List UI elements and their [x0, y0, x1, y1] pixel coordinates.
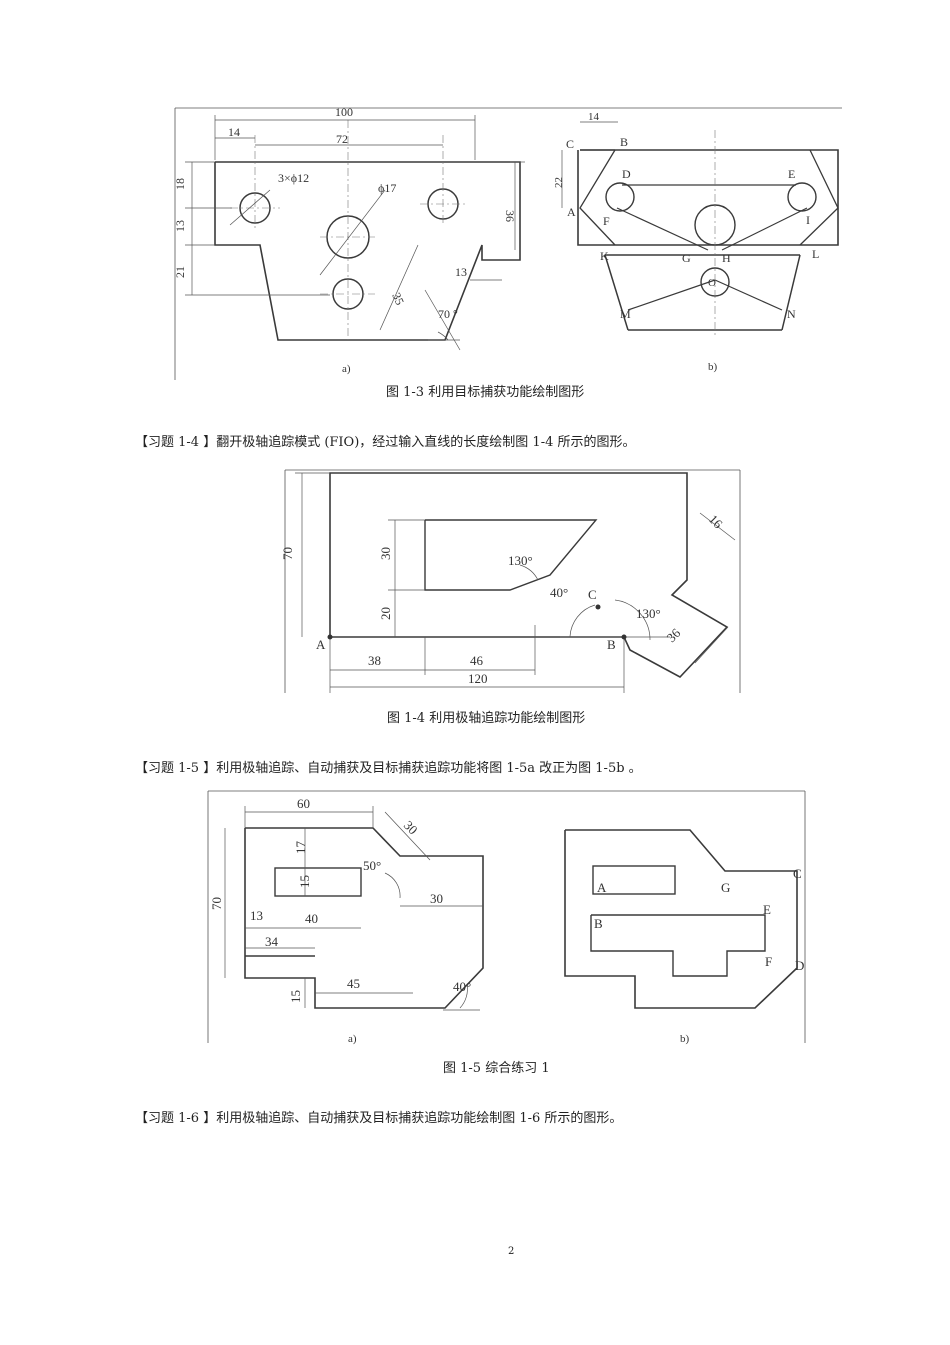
dim-35: 35: [389, 290, 407, 307]
dim-30-diag: 30: [401, 818, 421, 838]
pt-K: K: [600, 249, 609, 263]
dim-20: 20: [378, 607, 393, 620]
figure-1-3-drawing: 100 14 72 18 13 21 36 3×ϕ12 ϕ17 35 13 70…: [173, 105, 842, 380]
dim-13: 13: [250, 908, 263, 923]
dim-70: 70: [209, 897, 224, 910]
dim-30: 30: [378, 547, 393, 560]
dim-40deg: 40°: [550, 585, 568, 600]
dim-70: 70: [280, 547, 295, 560]
dim-16: 16: [706, 512, 726, 532]
pt-B: B: [620, 135, 628, 149]
pt-B: B: [607, 637, 616, 652]
pt-E: E: [788, 167, 795, 181]
dim-17: 17: [293, 841, 308, 855]
figure-1-3-caption: 图 1-3 利用目标捕获功能绘制图形: [386, 385, 585, 400]
dim-60: 60: [297, 796, 310, 811]
dim-34: 34: [265, 934, 279, 949]
figure-1-5-caption: 图 1-5 综合练习 1: [443, 1061, 550, 1076]
page-number: 2: [508, 1246, 515, 1257]
dim-36: 36: [664, 625, 684, 645]
dim-36: 36: [503, 210, 517, 222]
dim-40deg: 40°: [453, 979, 471, 994]
dim-72: 72: [336, 132, 348, 146]
pt-M: M: [620, 307, 631, 321]
dim-r-14: 14: [588, 111, 600, 123]
dim-30-horiz: 30: [430, 891, 443, 906]
pt-H: H: [722, 251, 731, 265]
pt-B: B: [594, 916, 603, 931]
dim-15-b: 15: [288, 990, 303, 1003]
dim-21: 21: [173, 266, 187, 278]
figure-1-5-drawing: 60 30 17 15 50° 70 30 13 40 34 15 45 40°…: [207, 790, 806, 1045]
pt-F: F: [603, 214, 610, 228]
dim-130-b: 130°: [636, 606, 661, 621]
dim-130-a: 130°: [508, 553, 533, 568]
figure-1-4: 70 30 20 130° 40° 130° 16 36 38 46 120 A…: [280, 465, 750, 695]
dim-13-right: 13: [455, 265, 467, 279]
dim-120: 120: [468, 671, 488, 686]
figure-1-4-caption: 图 1-4 利用极轴追踪功能绘制图形: [387, 711, 586, 726]
pt-E: E: [763, 902, 771, 917]
dim-14: 14: [228, 125, 240, 139]
dim-46: 46: [470, 653, 484, 668]
sub-label-b: b): [708, 361, 718, 373]
pt-D: D: [795, 958, 804, 973]
exercise-1-4: 【习题 1-4 】翻开极轴追踪模式 (FIO)，经过输入直线的长度绘制图 1-4…: [135, 435, 636, 450]
figure-1-3: 100 14 72 18 13 21 36 3×ϕ12 ϕ17 35 13 70…: [170, 100, 850, 385]
figure-1-5: 60 30 17 15 50° 70 30 13 40 34 15 45 40°…: [205, 788, 815, 1050]
dim-3x12: 3×ϕ12: [278, 171, 309, 185]
dim-100: 100: [335, 105, 353, 119]
pt-D: D: [622, 167, 631, 181]
sub-label-a: a): [348, 1033, 357, 1045]
sub-label-a: a): [342, 363, 351, 375]
dim-50deg: 50°: [363, 858, 381, 873]
dim-13-left: 13: [173, 220, 187, 232]
dim-38: 38: [368, 653, 381, 668]
pt-F: F: [765, 954, 772, 969]
sub-label-b: b): [680, 1033, 690, 1045]
dim-45: 45: [347, 976, 360, 991]
dim-r-22: 22: [553, 177, 565, 188]
exercise-1-6: 【习题 1-6 】利用极轴追踪、自动捕获及目标捕获追踪功能绘制图 1-6 所示的…: [135, 1111, 623, 1126]
pt-I: I: [806, 213, 810, 227]
dim-70deg: 70 °: [438, 307, 458, 321]
pt-A: A: [597, 880, 607, 895]
dim-15-a: 15: [297, 875, 312, 888]
pt-G: G: [682, 251, 691, 265]
pt-N: N: [787, 307, 796, 321]
dim-18: 18: [173, 178, 187, 190]
exercise-1-5: 【习题 1-5 】利用极轴追踪、自动捕获及目标捕获追踪功能将图 1-5a 改正为…: [135, 761, 642, 776]
pt-A: A: [316, 637, 326, 652]
dim-40: 40: [305, 911, 318, 926]
dim-phi17: ϕ17: [378, 181, 396, 195]
pt-C: C: [566, 137, 574, 151]
pt-G: G: [721, 880, 730, 895]
figure-1-4-drawing: 70 30 20 130° 40° 130° 16 36 38 46 120 A…: [280, 469, 741, 693]
pt-L: L: [812, 247, 819, 261]
pt-C: C: [588, 587, 597, 602]
pt-C: C: [793, 866, 802, 881]
pt-A: A: [567, 205, 576, 219]
pt-O: O: [708, 277, 716, 289]
